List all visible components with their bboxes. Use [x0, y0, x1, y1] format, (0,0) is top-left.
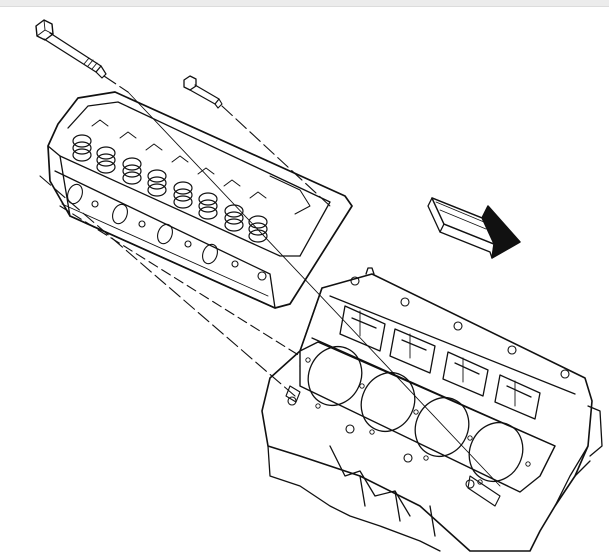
window-top-bar	[0, 0, 609, 7]
valve-spring	[72, 134, 92, 162]
long-head-bolt	[35, 19, 107, 79]
valve-spring	[96, 146, 116, 174]
valve-spring	[173, 181, 193, 209]
valve-spring	[224, 204, 244, 232]
lifter-valley	[339, 305, 541, 420]
valve-spring	[122, 157, 142, 185]
head-gasket	[285, 341, 556, 507]
short-head-bolt	[183, 75, 223, 109]
front-arrow-icon	[427, 197, 521, 259]
cylinder-head	[47, 91, 353, 309]
gasket-bore	[307, 346, 524, 482]
valve-spring	[198, 192, 218, 220]
alignment-lines	[39, 75, 501, 487]
cylinder-head-installation-diagram	[35, 19, 603, 552]
valve-spring	[147, 169, 167, 197]
valve-springs	[72, 134, 268, 243]
